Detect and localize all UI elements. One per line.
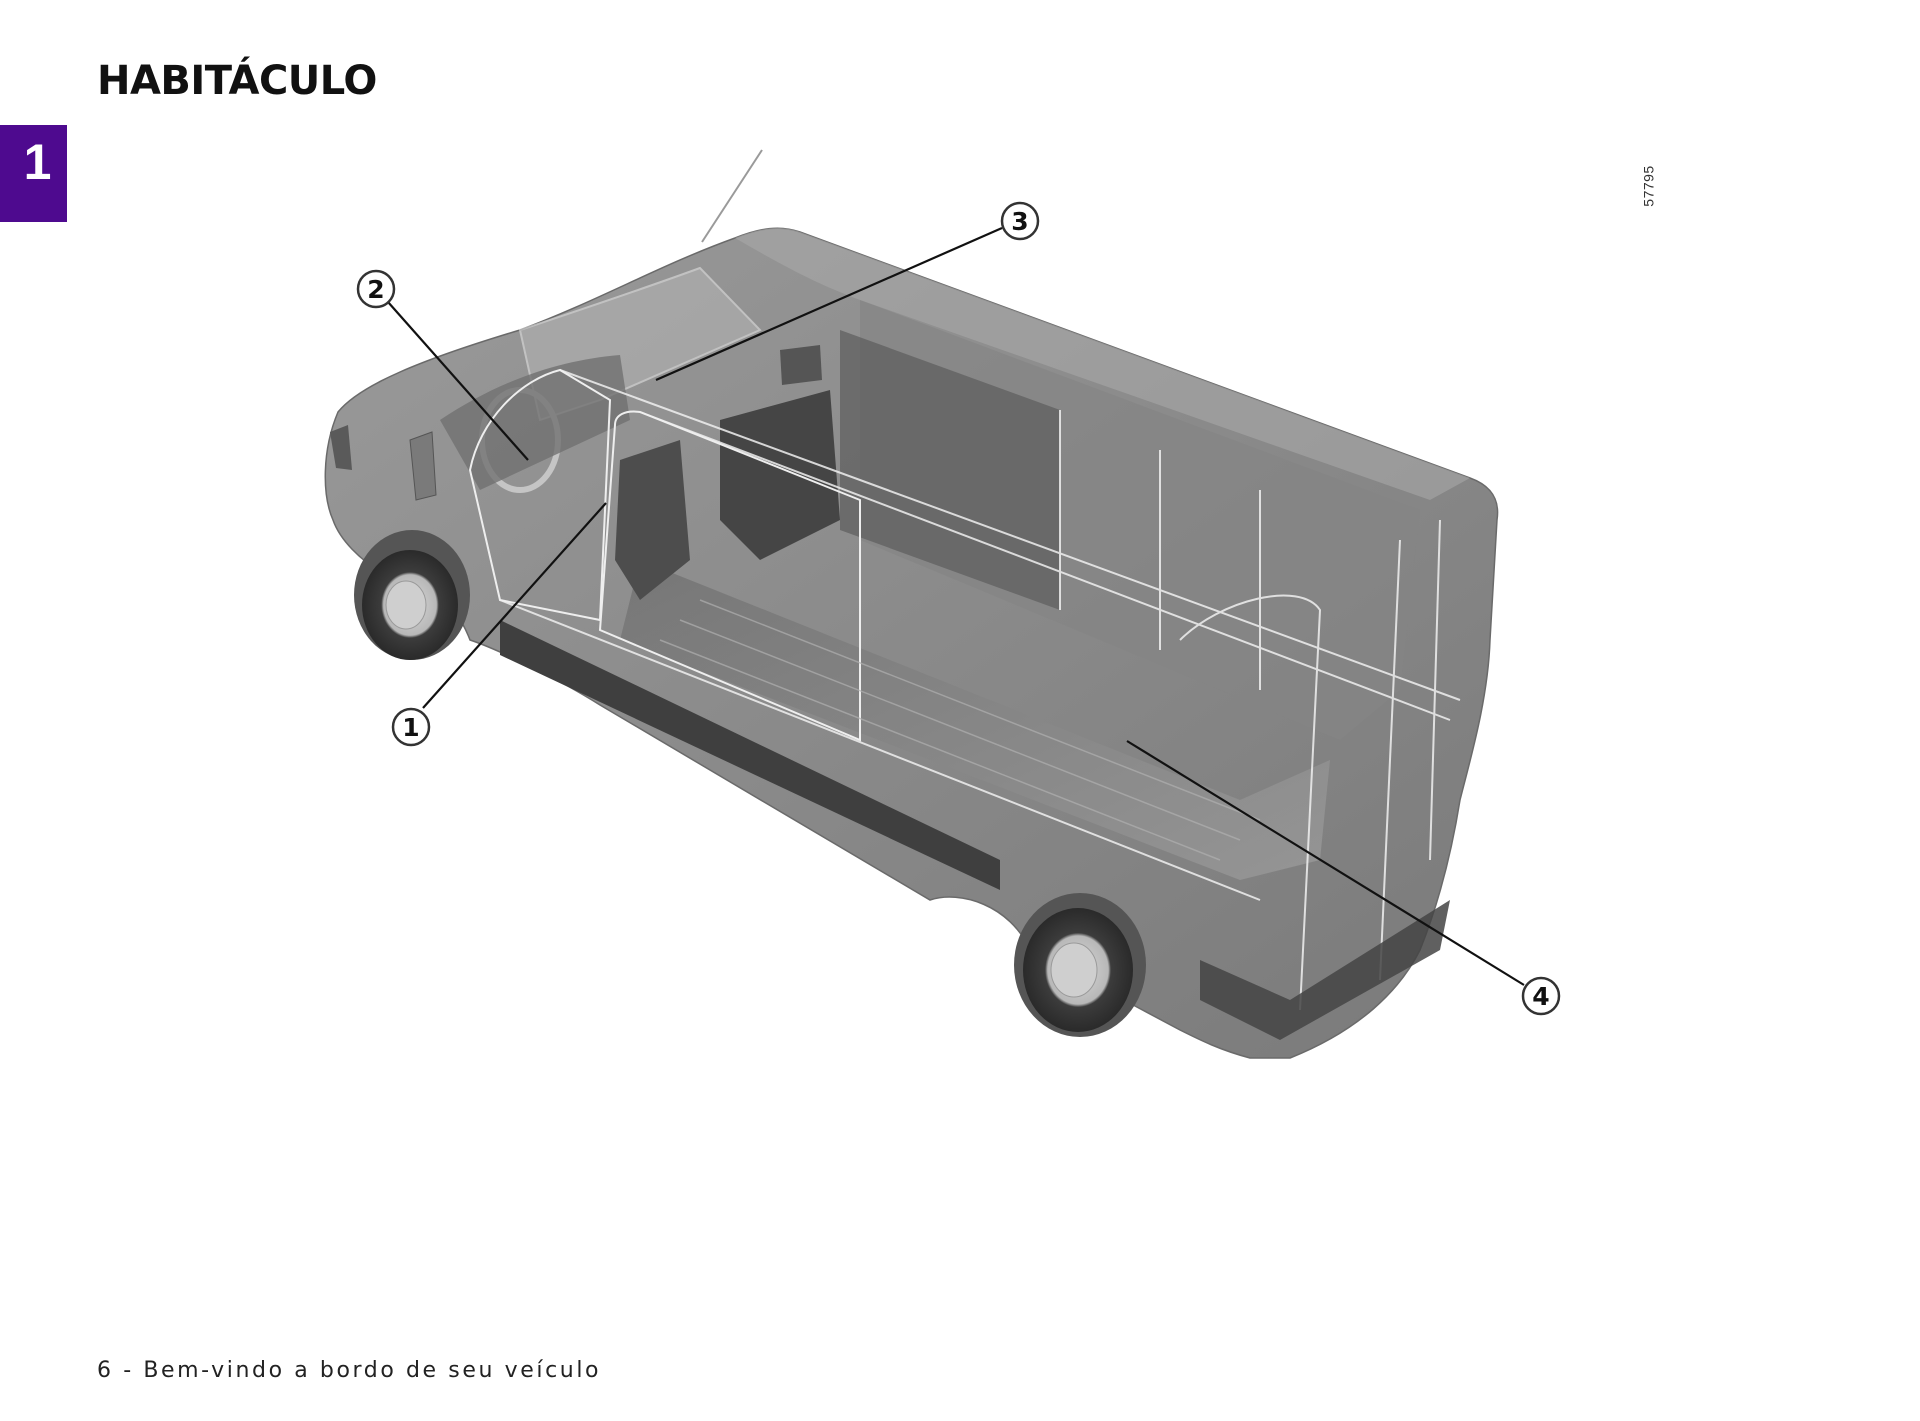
leader-2	[387, 301, 529, 461]
outline-lines	[499, 369, 1461, 1011]
callout-leaders	[387, 226, 1525, 986]
rear-bumper	[1200, 900, 1450, 1040]
floor-ribs	[659, 599, 1261, 861]
leader-3	[655, 226, 1003, 382]
callout-2: 2	[356, 269, 396, 309]
sliding-door-outline	[598, 410, 861, 742]
callout-3: 3	[1000, 201, 1040, 241]
svg-text:2: 2	[367, 275, 384, 304]
headlight	[330, 425, 352, 470]
seat-headrest	[780, 345, 822, 385]
svg-text:1: 1	[402, 713, 419, 742]
side-protection-strip	[500, 620, 1000, 890]
chapter-tab: 1	[0, 125, 67, 222]
svg-text:4: 4	[1532, 982, 1549, 1011]
chapter-number: 1	[23, 134, 52, 190]
roof-panel	[735, 228, 1470, 500]
dashboard	[440, 355, 630, 490]
leader-4	[1126, 740, 1525, 986]
svg-text:3: 3	[1011, 207, 1028, 236]
side-mirror	[409, 431, 437, 501]
cab-door-outline	[468, 368, 612, 622]
page-title: HABITÁCULO	[97, 58, 377, 104]
cargo-floor	[620, 560, 1330, 880]
callout-1: 1	[391, 707, 431, 747]
rear-wheel	[1023, 908, 1133, 1032]
seat-passenger	[720, 390, 840, 560]
partition	[840, 330, 1060, 610]
page-footer: 6 - Bem-vindo a bordo de seu veículo	[97, 1358, 602, 1383]
callout-4: 4	[1521, 976, 1561, 1016]
leader-1	[422, 502, 607, 709]
front-wheel	[362, 550, 458, 660]
antenna	[701, 149, 763, 243]
seat-driver	[615, 440, 690, 600]
